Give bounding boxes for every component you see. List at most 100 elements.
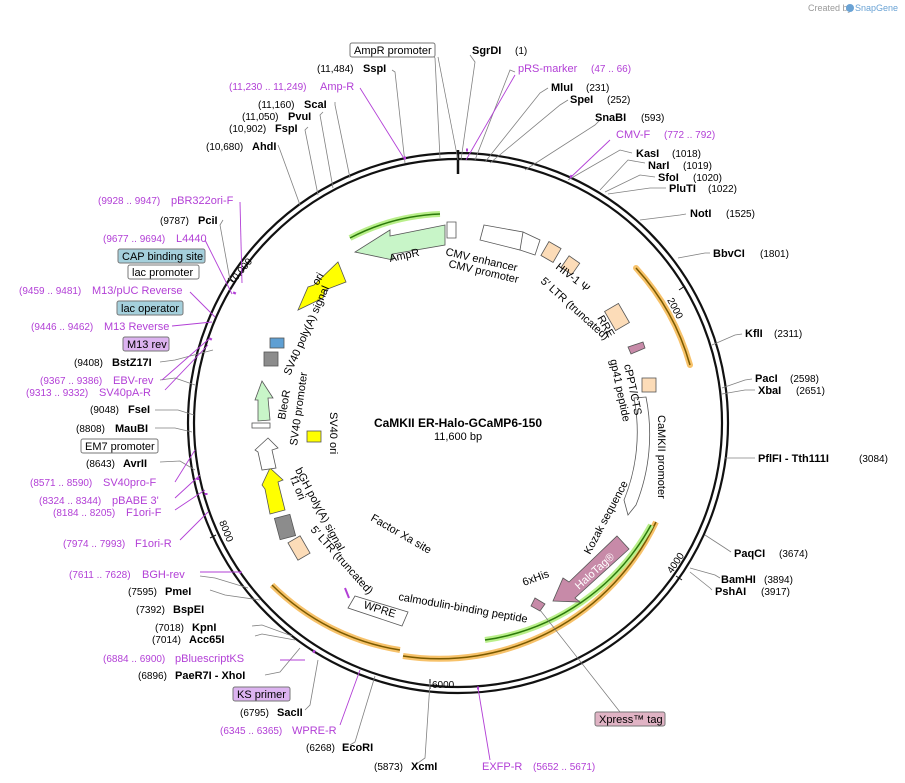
primer-range-sv40pa-r: (9313 .. 9332) <box>26 388 88 399</box>
halotag-arrow <box>552 535 630 603</box>
enzyme-pos-xcmi: (5873) <box>374 762 403 773</box>
enzyme-pos-ecori: (6268) <box>306 743 335 754</box>
enzyme-label-pshai: PshAI <box>715 586 746 598</box>
primer-label-m13-reverse: M13 Reverse <box>104 321 169 333</box>
enzyme-label-paci: PacI <box>755 373 778 385</box>
primer-label-exfp-r: EXFP-R <box>482 761 522 773</box>
leader-xpress-tag <box>539 609 621 713</box>
enzyme-label-mlui: MluI <box>551 82 573 94</box>
enzyme-pos-spei: (252) <box>607 95 630 106</box>
primer-range-exfp-r: (5652 .. 5671) <box>533 762 595 773</box>
feature-label-5ltr-bottom: 5′ LTR (truncated) <box>308 524 375 597</box>
svg-text:KS primer: KS primer <box>237 689 286 701</box>
boxed-label-cap-binding-site: CAP binding site <box>117 248 206 264</box>
enzyme-pos-fsei: (9048) <box>90 405 119 416</box>
enzyme-pos-paer7i: (6896) <box>138 671 167 682</box>
primer-range-l4440: (9677 .. 9694) <box>103 234 165 245</box>
boxed-label-lac-promoter: lac promoter <box>127 264 200 280</box>
feature-arc-camkii <box>484 524 652 641</box>
primer-leader-lines <box>161 74 611 761</box>
bgh-polya-box <box>273 513 297 541</box>
boxed-label-ks-primer: KS primer <box>232 686 291 702</box>
primer-label-sv40pa-r: SV40pA-R <box>99 387 151 399</box>
primer-label-f1ori-r: F1ori-R <box>135 538 172 550</box>
feature-arc-bottom <box>402 521 657 660</box>
ampr-arrow <box>353 224 446 261</box>
primer-range-pbr322ori-f: (9928 .. 9947) <box>98 196 160 207</box>
primer-label-bgh-rev: BGH-rev <box>142 569 185 581</box>
boxed-label-ampr-promoter: AmpR promoter <box>349 42 436 58</box>
enzyme-label-sfoi: SfoI <box>658 172 679 184</box>
enzyme-pos-avrii: (8643) <box>86 459 115 470</box>
enzyme-pos-paqci: (3674) <box>779 549 808 560</box>
enzyme-pos-sacii: (6795) <box>240 708 269 719</box>
enzyme-label-avrii: AvrII <box>123 458 147 470</box>
primer-label-wpre-r: WPRE-R <box>292 725 337 737</box>
primer-range-m13-reverse: (9446 .. 9462) <box>31 322 93 333</box>
primer-range-f1ori-r: (7974 .. 7993) <box>63 539 125 550</box>
feature-label-sv40-ori: SV40 ori <box>327 412 339 454</box>
feature-arc-left <box>271 584 401 651</box>
sv40-polya-box <box>263 351 279 367</box>
enzyme-pos-pvui: (11,050) <box>242 112 279 123</box>
feature-label-camkii-promoter: CaMKII promoter <box>655 415 667 499</box>
enzyme-pos-kasi: (1018) <box>672 149 701 160</box>
sv40-promoter-arrow <box>254 437 279 471</box>
primer-range-prs-marker: (47 .. 66) <box>591 64 631 75</box>
tick-4000: 4000 <box>665 551 687 581</box>
primer-range-ebv-rev: (9367 .. 9386) <box>40 376 102 387</box>
enzyme-label-pcii: PciI <box>198 215 218 227</box>
enzyme-pos-mlui: (231) <box>586 83 609 94</box>
primer-label-pbluescriptks: pBluescriptKS <box>175 653 244 665</box>
plasmid-length: 11,600 bp <box>434 431 482 443</box>
enzyme-label-pluti: PluTI <box>669 183 696 195</box>
enzyme-label-fsei: FseI <box>128 404 150 416</box>
enzyme-label-bbvci: BbvCI <box>713 248 745 260</box>
enzyme-pos-sfoi: (1020) <box>693 173 722 184</box>
plasmid-name: CaMKII ER-Halo-GCaMP6-150 <box>374 416 542 430</box>
enzyme-label-paqci: PaqCI <box>734 548 765 560</box>
wpre-box <box>347 595 409 627</box>
primer-range-m13-puc-reverse: (9459 .. 9481) <box>19 286 81 297</box>
enzyme-label-kasi: KasI <box>636 148 659 160</box>
feature-arc-ampr <box>349 213 441 239</box>
credit-app-name: SnapGene <box>855 3 898 13</box>
enzyme-label-pvui: PvuI <box>288 111 311 123</box>
enzyme-label-maubi: MauBI <box>115 423 148 435</box>
ltr-top-box <box>540 241 562 263</box>
primer-marks <box>196 148 573 690</box>
boxed-label-lac-operator: lac operator <box>116 300 184 316</box>
camkii-promoter-arrow <box>623 396 651 516</box>
svg-text:EM7 promoter: EM7 promoter <box>85 441 155 453</box>
enzyme-label-noti: NotI <box>690 208 711 220</box>
ampr-promoter-box <box>446 221 457 239</box>
leader-ampr-promoter <box>437 56 459 161</box>
enzyme-pos-acc65i: (7014) <box>152 635 181 646</box>
primer-label-pbr322ori-f: pBR322ori-F <box>171 195 234 207</box>
enzyme-label-kfli: KflI <box>745 328 763 340</box>
enzyme-pos-pshai: (3917) <box>761 587 790 598</box>
enzyme-label-sgrdi: SgrDI <box>472 45 501 57</box>
enzyme-label-sspi: SspI <box>363 63 386 75</box>
primer-range-f1ori-f: (8184 .. 8205) <box>53 508 115 519</box>
primer-label-cmv-f: CMV-F <box>616 129 651 141</box>
enzyme-pos-nari: (1019) <box>683 161 712 172</box>
enzyme-label-scai: ScaI <box>304 99 327 111</box>
svg-text:lac operator: lac operator <box>121 303 179 315</box>
enzyme-label-nari: NarI <box>648 160 669 172</box>
svg-text:lac promoter: lac promoter <box>132 267 193 279</box>
enzyme-label-kpni: KpnI <box>192 622 216 634</box>
primer-label-amp-r: Amp-R <box>320 81 354 93</box>
primer-range-wpre-r: (6345 .. 6365) <box>220 726 282 737</box>
enzyme-pos-kpni: (7018) <box>155 623 184 634</box>
enzyme-pos-pmei: (7595) <box>128 587 157 598</box>
primer-label-l4440: L4440 <box>176 233 207 245</box>
enzyme-pos-paci: (2598) <box>790 374 819 385</box>
cppt-box <box>641 377 657 393</box>
cmv-promoter-arrow <box>519 231 541 256</box>
enzyme-label-pflfi: PflFI - Tth111I <box>758 453 829 465</box>
f1-ori-arrow <box>261 467 286 515</box>
primer-label-pbabe3: pBABE 3' <box>112 495 159 507</box>
ks-primer-mark <box>344 587 350 599</box>
